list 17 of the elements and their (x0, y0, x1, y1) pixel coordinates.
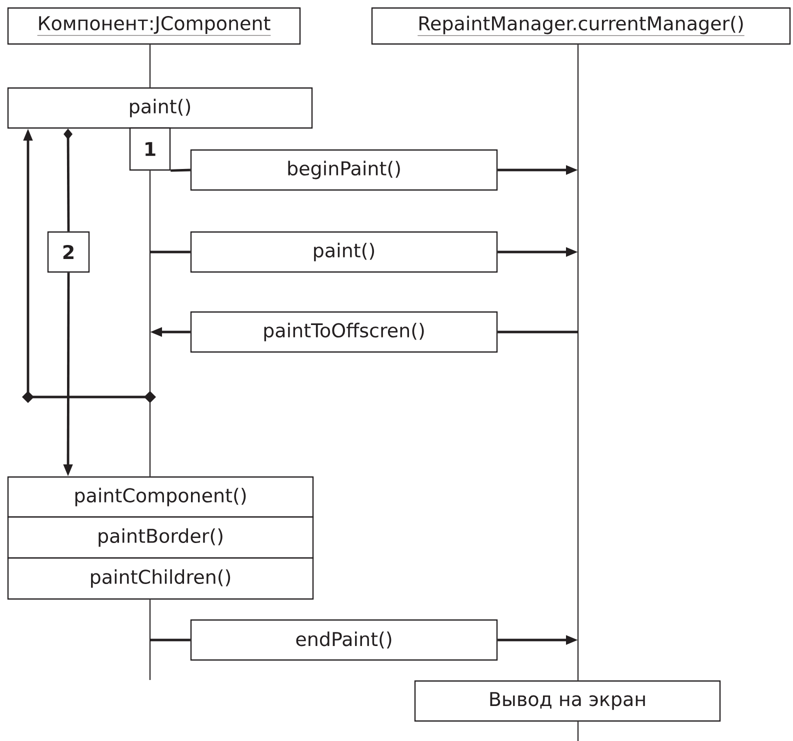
message-box: beginPaint() (190, 149, 498, 191)
step-number-box: 2 (47, 231, 90, 273)
method-box: paintBorder() (7, 516, 314, 559)
message-box: endPaint() (190, 619, 498, 661)
lifeline (577, 44, 579, 680)
lifeline (149, 170, 151, 476)
message-box: paintToOffscren() (190, 311, 498, 353)
object-box: RepaintManager.currentManager() (371, 7, 791, 45)
lifeline (577, 722, 579, 741)
step-number-box: 1 (129, 127, 171, 171)
object-box: Компонент:JComponent (7, 7, 301, 45)
output-box: Вывод на экран (414, 680, 721, 722)
lifeline (149, 600, 151, 680)
method-box: paintComponent() (7, 476, 314, 518)
method-box: paintChildren() (7, 557, 314, 600)
message-box: paint() (190, 231, 498, 273)
lifeline (149, 44, 151, 88)
